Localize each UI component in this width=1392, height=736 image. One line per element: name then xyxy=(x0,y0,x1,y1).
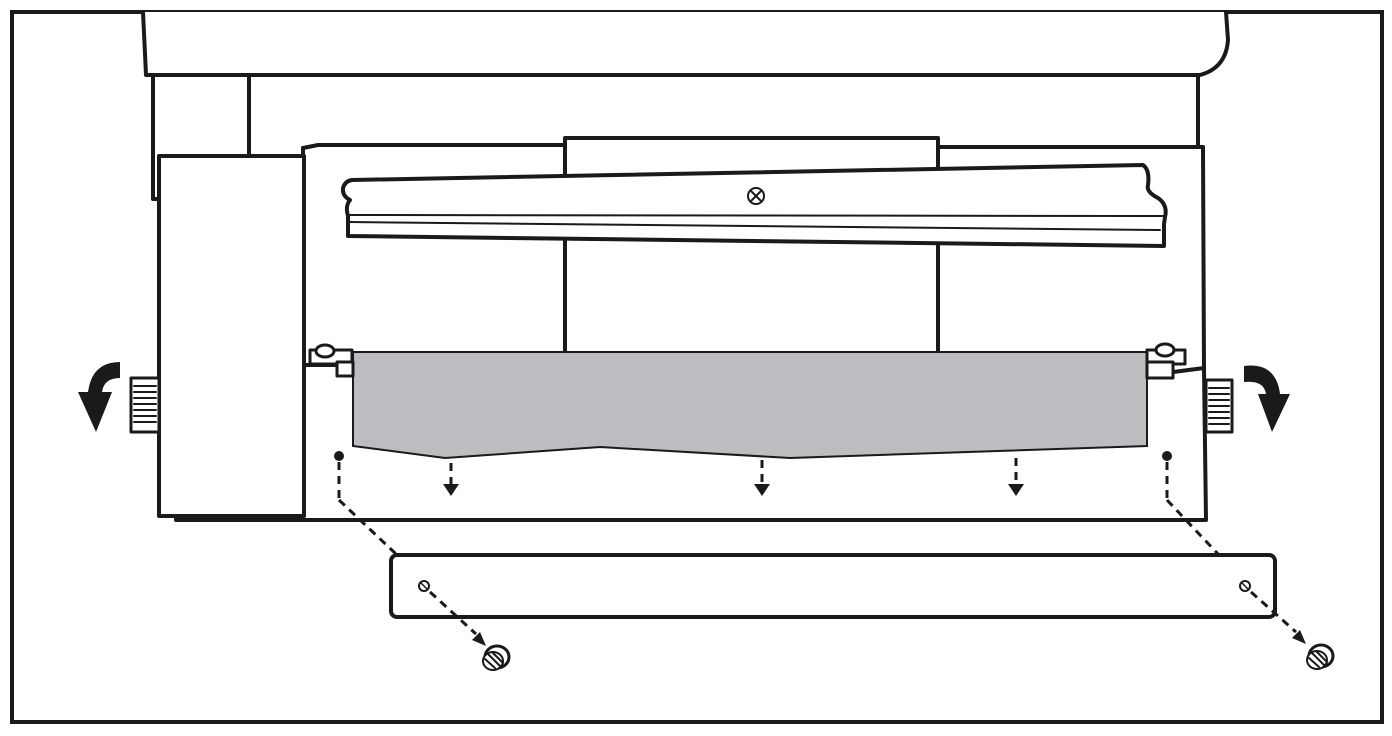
dotted-down-arrow-icon-3 xyxy=(1008,458,1024,496)
left-side-panel xyxy=(157,154,306,518)
dotted-down-arrow-icon-1 xyxy=(443,463,459,496)
left-mounting-pin xyxy=(334,451,398,556)
right-bar-screw-hole-icon xyxy=(1239,580,1251,592)
top-cabinet xyxy=(141,10,1230,77)
screw-head-icon xyxy=(747,187,765,205)
right-nut-dashed-line xyxy=(1250,590,1297,634)
right-hinge-bracket xyxy=(1145,342,1187,380)
left-hinge-bracket xyxy=(308,343,355,378)
left-rotate-down-arrow-icon xyxy=(78,362,120,432)
left-knurled-knob-icon xyxy=(129,376,161,434)
right-knurled-knob-icon xyxy=(1204,378,1234,434)
left-bar-screw-hole-icon xyxy=(418,580,430,592)
dotted-down-arrow-icon-2 xyxy=(754,460,770,496)
right-rotate-down-arrow-icon xyxy=(1244,365,1290,432)
left-nut-arrowhead xyxy=(472,632,486,646)
right-mounting-pin xyxy=(1162,451,1220,556)
bottom-mounting-bar xyxy=(389,553,1277,619)
right-thumb-nut-icon xyxy=(1306,643,1335,670)
gray-panel xyxy=(352,351,1148,460)
left-nut-dashed-line xyxy=(428,590,478,636)
right-nut-arrowhead xyxy=(1292,630,1306,644)
left-thumb-nut-icon xyxy=(482,644,511,671)
top-bracket-edge xyxy=(347,221,1161,231)
